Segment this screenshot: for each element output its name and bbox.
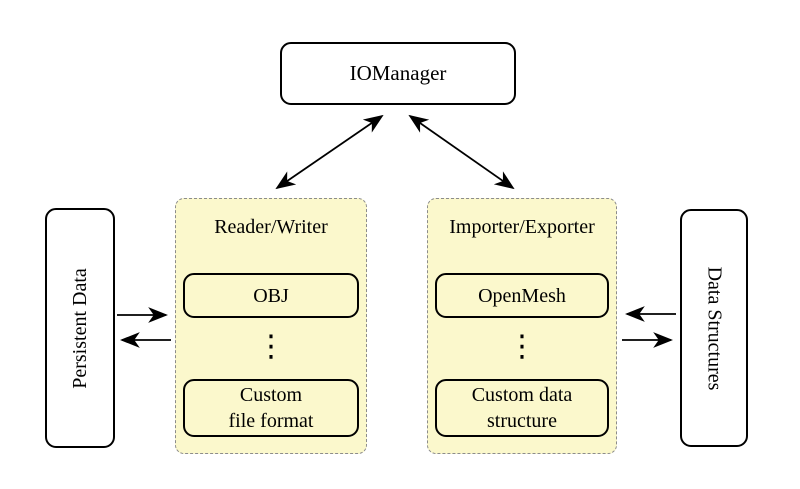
- obj-node: OBJ: [183, 273, 359, 318]
- reader-writer-group: Reader/Writer OBJ ⋮ Custom file format: [175, 198, 367, 454]
- custom-data-structure-label: Custom data structure: [471, 384, 573, 432]
- vertical-ellipsis-right: ⋮: [507, 329, 537, 364]
- importer-exporter-group: Importer/Exporter OpenMesh ⋮ Custom data…: [427, 198, 617, 454]
- obj-label: OBJ: [253, 284, 289, 307]
- reader-writer-title: Reader/Writer: [214, 216, 328, 238]
- custom-data-structure-node: Custom data structure: [435, 379, 609, 437]
- iomanager-label: IOManager: [349, 61, 447, 85]
- custom-file-format-label: Custom file format: [228, 384, 314, 432]
- importer-exporter-title: Importer/Exporter: [449, 216, 595, 238]
- openmesh-node: OpenMesh: [435, 273, 609, 318]
- arrow-iomanager-importerexporter: [408, 114, 515, 190]
- openmesh-label: OpenMesh: [478, 284, 566, 307]
- data-structures-label: Data Structures: [703, 266, 726, 390]
- arrow-iomanager-readerwriter: [275, 114, 384, 190]
- persistent-data-node: Persistent Data: [45, 208, 115, 448]
- data-structures-node: Data Structures: [680, 209, 748, 447]
- persistent-data-label: Persistent Data: [68, 267, 91, 389]
- custom-file-format-node: Custom file format: [183, 379, 359, 437]
- iomanager-node: IOManager: [280, 42, 516, 105]
- vertical-ellipsis-left: ⋮: [256, 329, 286, 364]
